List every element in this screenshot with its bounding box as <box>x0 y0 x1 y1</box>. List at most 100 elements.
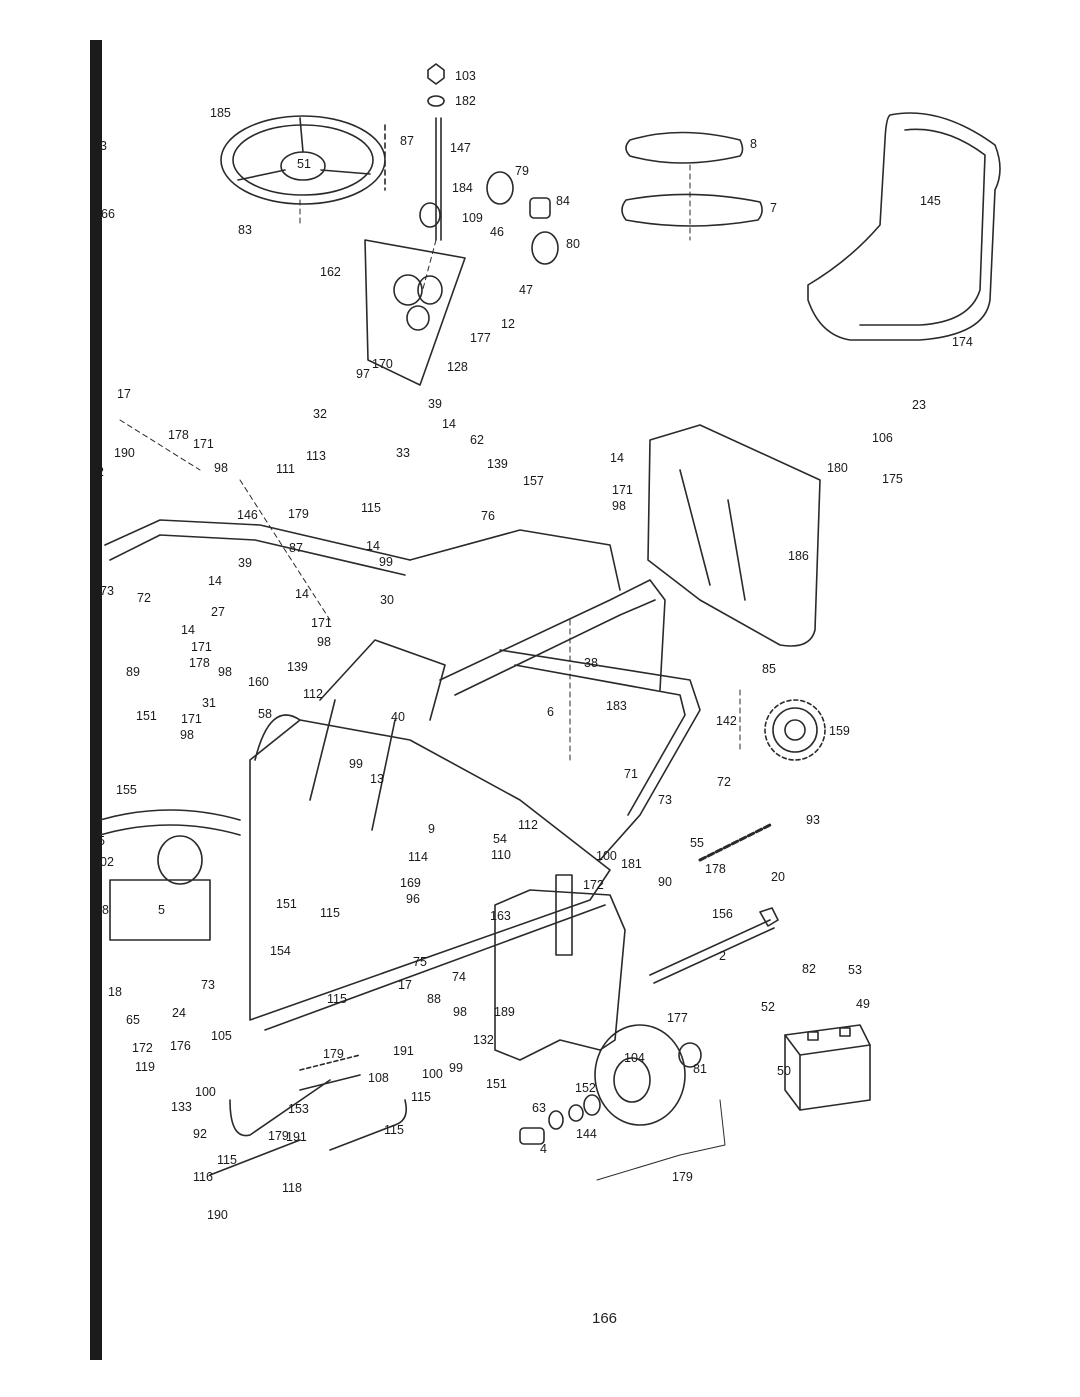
part-label-151: 151 <box>136 709 157 723</box>
part-label-76: 76 <box>481 509 495 523</box>
part-label-99: 99 <box>449 1061 463 1075</box>
part-label-54: 54 <box>493 832 507 846</box>
part-label-82: 82 <box>802 962 816 976</box>
part-label-89: 89 <box>126 665 140 679</box>
part-label-49: 49 <box>856 997 870 1011</box>
part-label-186: 186 <box>788 549 809 563</box>
part-label-02: 02 <box>100 855 114 869</box>
part-label-100: 100 <box>195 1085 216 1099</box>
part-label-85: 85 <box>762 662 776 676</box>
part-label-100: 100 <box>596 849 617 863</box>
part-label-174: 174 <box>952 335 973 349</box>
drive-chain <box>698 823 772 862</box>
part-label-178: 178 <box>189 656 210 670</box>
part-label-144: 144 <box>576 1127 597 1141</box>
part-label-118: 118 <box>282 1181 302 1195</box>
diagram-drawing <box>99 63 1001 1181</box>
part-label-109: 109 <box>462 211 483 225</box>
part-label-179: 179 <box>323 1047 344 1061</box>
part-label-38: 38 <box>584 656 598 670</box>
part-label-98: 98 <box>180 728 194 742</box>
part-label-171: 171 <box>181 712 202 726</box>
part-label-8: 8 <box>750 137 757 151</box>
part-label-73: 73 <box>100 584 114 598</box>
part-label-115: 115 <box>217 1153 237 1167</box>
part-label-162: 162 <box>320 265 341 279</box>
part-label-14: 14 <box>610 451 624 465</box>
part-label-72: 72 <box>137 591 151 605</box>
part-label-179: 179 <box>672 1170 693 1184</box>
part-label-133: 133 <box>171 1100 192 1114</box>
part-label-152: 152 <box>575 1081 596 1095</box>
part-label-177: 177 <box>667 1011 688 1025</box>
part-label-32: 32 <box>313 407 327 421</box>
part-label-178: 178 <box>168 428 189 442</box>
axle-rod <box>649 907 779 984</box>
part-label-160: 160 <box>248 675 269 689</box>
part-label-75: 75 <box>413 955 427 969</box>
part-label-9: 9 <box>428 822 435 836</box>
part-label-8: 8 <box>102 903 109 917</box>
part-label-39: 39 <box>238 556 252 570</box>
part-label-104: 104 <box>624 1051 645 1065</box>
part-label-177: 177 <box>470 331 491 345</box>
part-label-184: 184 <box>452 181 473 195</box>
part-label-87: 87 <box>289 541 303 555</box>
part-label-172: 172 <box>132 1041 153 1055</box>
part-label-115: 115 <box>320 906 340 920</box>
hub-group-bracket <box>596 1099 726 1181</box>
part-label-154: 154 <box>270 944 291 958</box>
part-label-98: 98 <box>317 635 331 649</box>
part-label-112: 112 <box>303 687 323 701</box>
part-label-179: 179 <box>288 507 309 521</box>
part-label-103: 103 <box>455 69 476 83</box>
part-label-14: 14 <box>295 587 309 601</box>
part-label-7: 7 <box>770 201 777 215</box>
part-label-5: 5 <box>158 903 165 917</box>
part-label-183: 183 <box>606 699 627 713</box>
part-label-81: 81 <box>693 1062 707 1076</box>
part-label-178: 178 <box>705 862 726 876</box>
part-label-66: 66 <box>101 207 115 221</box>
steering-wheel <box>220 115 386 205</box>
part-label-180: 180 <box>827 461 848 475</box>
part-label-71: 71 <box>624 767 638 781</box>
part-label-139: 139 <box>487 457 508 471</box>
part-label-169: 169 <box>400 876 421 890</box>
part-label-90: 90 <box>658 875 672 889</box>
part-label-139: 139 <box>287 660 308 674</box>
part-label-191: 191 <box>286 1130 307 1144</box>
part-label-33: 33 <box>396 446 410 460</box>
part-label-98: 98 <box>218 665 232 679</box>
part-label-79: 79 <box>515 164 529 178</box>
part-label-92: 92 <box>193 1127 207 1141</box>
part-label-163: 163 <box>490 909 511 923</box>
part-label-99: 99 <box>379 555 393 569</box>
part-label-2: 2 <box>97 465 104 479</box>
rear-hub <box>494 874 702 1145</box>
part-label-171: 171 <box>612 483 633 497</box>
part-label-14: 14 <box>442 417 456 431</box>
part-label-74: 74 <box>452 970 466 984</box>
part-label-72: 72 <box>717 775 731 789</box>
part-label-46: 46 <box>490 225 504 239</box>
part-label-20: 20 <box>771 870 785 884</box>
part-label-97: 97 <box>356 367 370 381</box>
part-label-55: 55 <box>690 836 704 850</box>
part-label-171: 171 <box>191 640 212 654</box>
part-label-17: 17 <box>398 978 412 992</box>
part-label-142: 142 <box>716 714 737 728</box>
part-label-80: 80 <box>566 237 580 251</box>
steering-shaft <box>419 63 445 241</box>
part-label-111: 111 <box>276 462 295 476</box>
part-label-58: 58 <box>258 707 272 721</box>
part-label-50: 50 <box>777 1064 791 1078</box>
part-label-31: 31 <box>202 696 216 710</box>
part-label-175: 175 <box>882 472 903 486</box>
part-label-30: 30 <box>380 593 394 607</box>
part-label-191: 191 <box>393 1044 414 1058</box>
part-label-112: 112 <box>518 818 538 832</box>
part-label-73: 73 <box>658 793 672 807</box>
part-label-87: 87 <box>400 134 414 148</box>
